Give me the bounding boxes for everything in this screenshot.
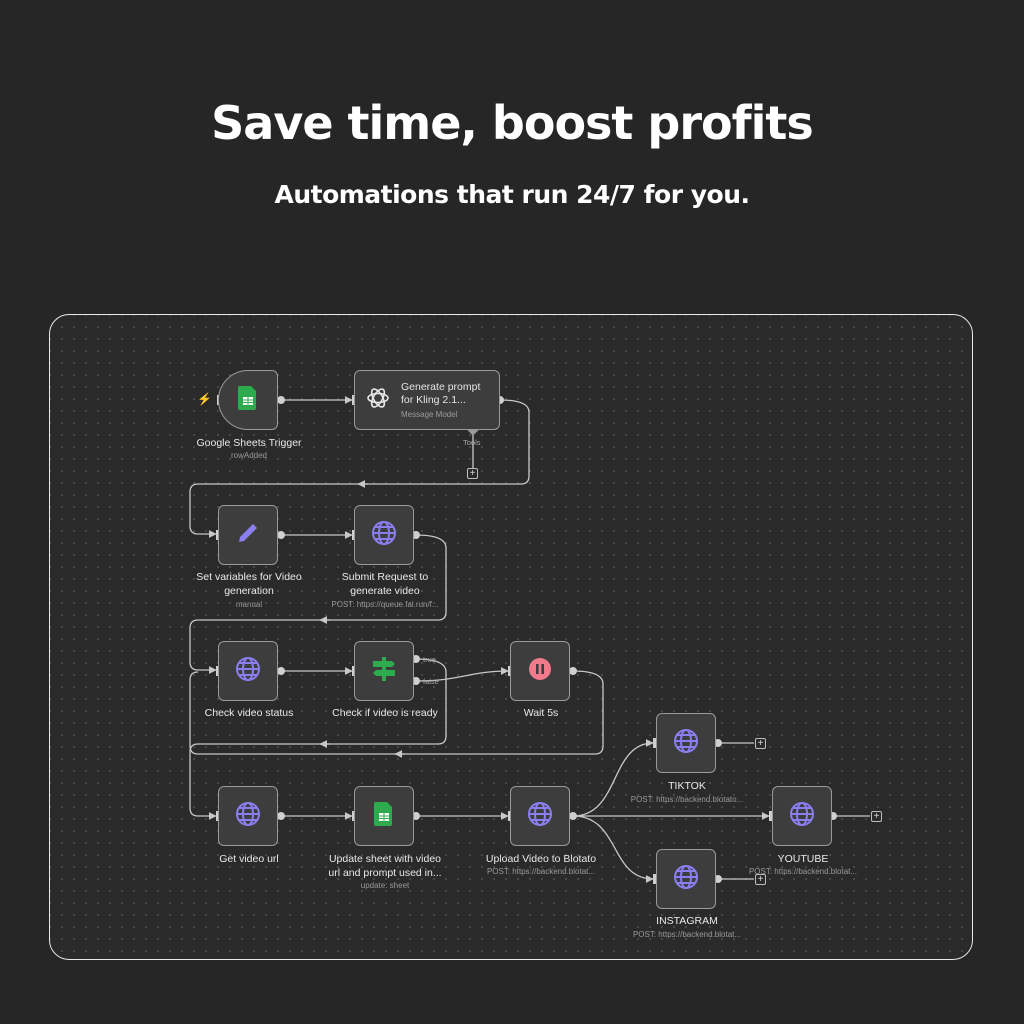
add-tool-button[interactable]: + [467,468,478,479]
node-label: Check video status [204,707,294,719]
google-sheets-icon [374,801,394,831]
globe-icon [672,727,700,760]
node-title-line: Generate prompt [401,381,481,393]
node-upload-blotato[interactable] [510,786,570,846]
add-node-button[interactable]: + [755,874,766,885]
globe-icon [672,863,700,896]
node-label: Update sheet with video url and prompt u… [310,852,460,880]
node-label-line: generation [224,585,274,597]
node-label: Set variables for Video generation [178,570,320,598]
node-label-line: url and prompt used in... [328,867,442,879]
node-sublabel: Message Model [401,410,458,419]
globe-icon [788,800,816,833]
node-label: Submit Request to generate video [314,570,456,598]
node-label: Google Sheets Trigger [196,437,302,449]
branch-false-label: false [423,677,439,686]
pencil-icon [235,520,261,551]
node-label: TIKTOK [668,780,706,792]
openai-icon [365,385,391,416]
node-sublabel: manual [235,600,263,609]
globe-icon [234,655,262,688]
node-label: INSTAGRAM [656,915,718,927]
node-youtube[interactable] [772,786,832,846]
node-google-sheets-trigger[interactable] [218,370,278,430]
node-wait[interactable] [510,641,570,701]
tools-label: Tools [463,438,481,447]
node-get-video-url[interactable] [218,786,278,846]
node-sublabel: POST: https://backend.blotato... [630,795,744,804]
node-label-line: Update sheet with video [328,853,442,865]
trigger-bolt-icon: ⚡ [197,392,212,406]
node-instagram[interactable] [656,849,716,909]
node-label-line: generate video [350,585,420,597]
node-label: YOUTUBE [777,853,829,865]
page-subtitle: Automations that run 24/7 for you. [274,180,750,209]
node-sublabel: POST: https://backend.blotat... [632,930,742,939]
node-title-line: for Kling 2.1... [401,394,466,406]
node-sublabel: POST: https://queue.fal.run/f... [331,600,439,609]
pause-icon [528,657,552,686]
node-sublabel: update: sheet [360,881,410,890]
branch-true-label: true [423,655,436,664]
node-label: Upload Video to Blotato [485,853,597,865]
globe-icon [234,800,262,833]
google-sheets-icon [238,385,258,415]
node-update-sheet[interactable] [354,786,414,846]
node-check-video-ready[interactable] [354,641,414,701]
node-check-video-status[interactable] [218,641,278,701]
add-node-button[interactable]: + [755,738,766,749]
page-title: Save time, boost profits [211,96,814,150]
node-set-variables[interactable] [218,505,278,565]
node-submit-request[interactable] [354,505,414,565]
add-node-button[interactable]: + [871,811,882,822]
node-label-line: Set variables for Video [196,571,302,583]
node-label-line: Submit Request to [341,571,429,583]
node-label: Get video url [219,853,279,865]
node-label: Wait 5s [523,707,559,719]
node-sublabel: rowAdded [230,451,268,460]
node-label: Check if video is ready [332,707,438,719]
node-sublabel: POST: https://backend.blotat... [486,867,596,876]
globe-icon [526,800,554,833]
node-sublabel: POST: https://backend.blotat... [748,867,858,876]
node-generate-prompt[interactable]: Generate prompt for Kling 2.1... Message… [354,370,500,430]
signpost-icon [370,655,398,688]
node-tiktok[interactable] [656,713,716,773]
globe-icon [370,519,398,552]
